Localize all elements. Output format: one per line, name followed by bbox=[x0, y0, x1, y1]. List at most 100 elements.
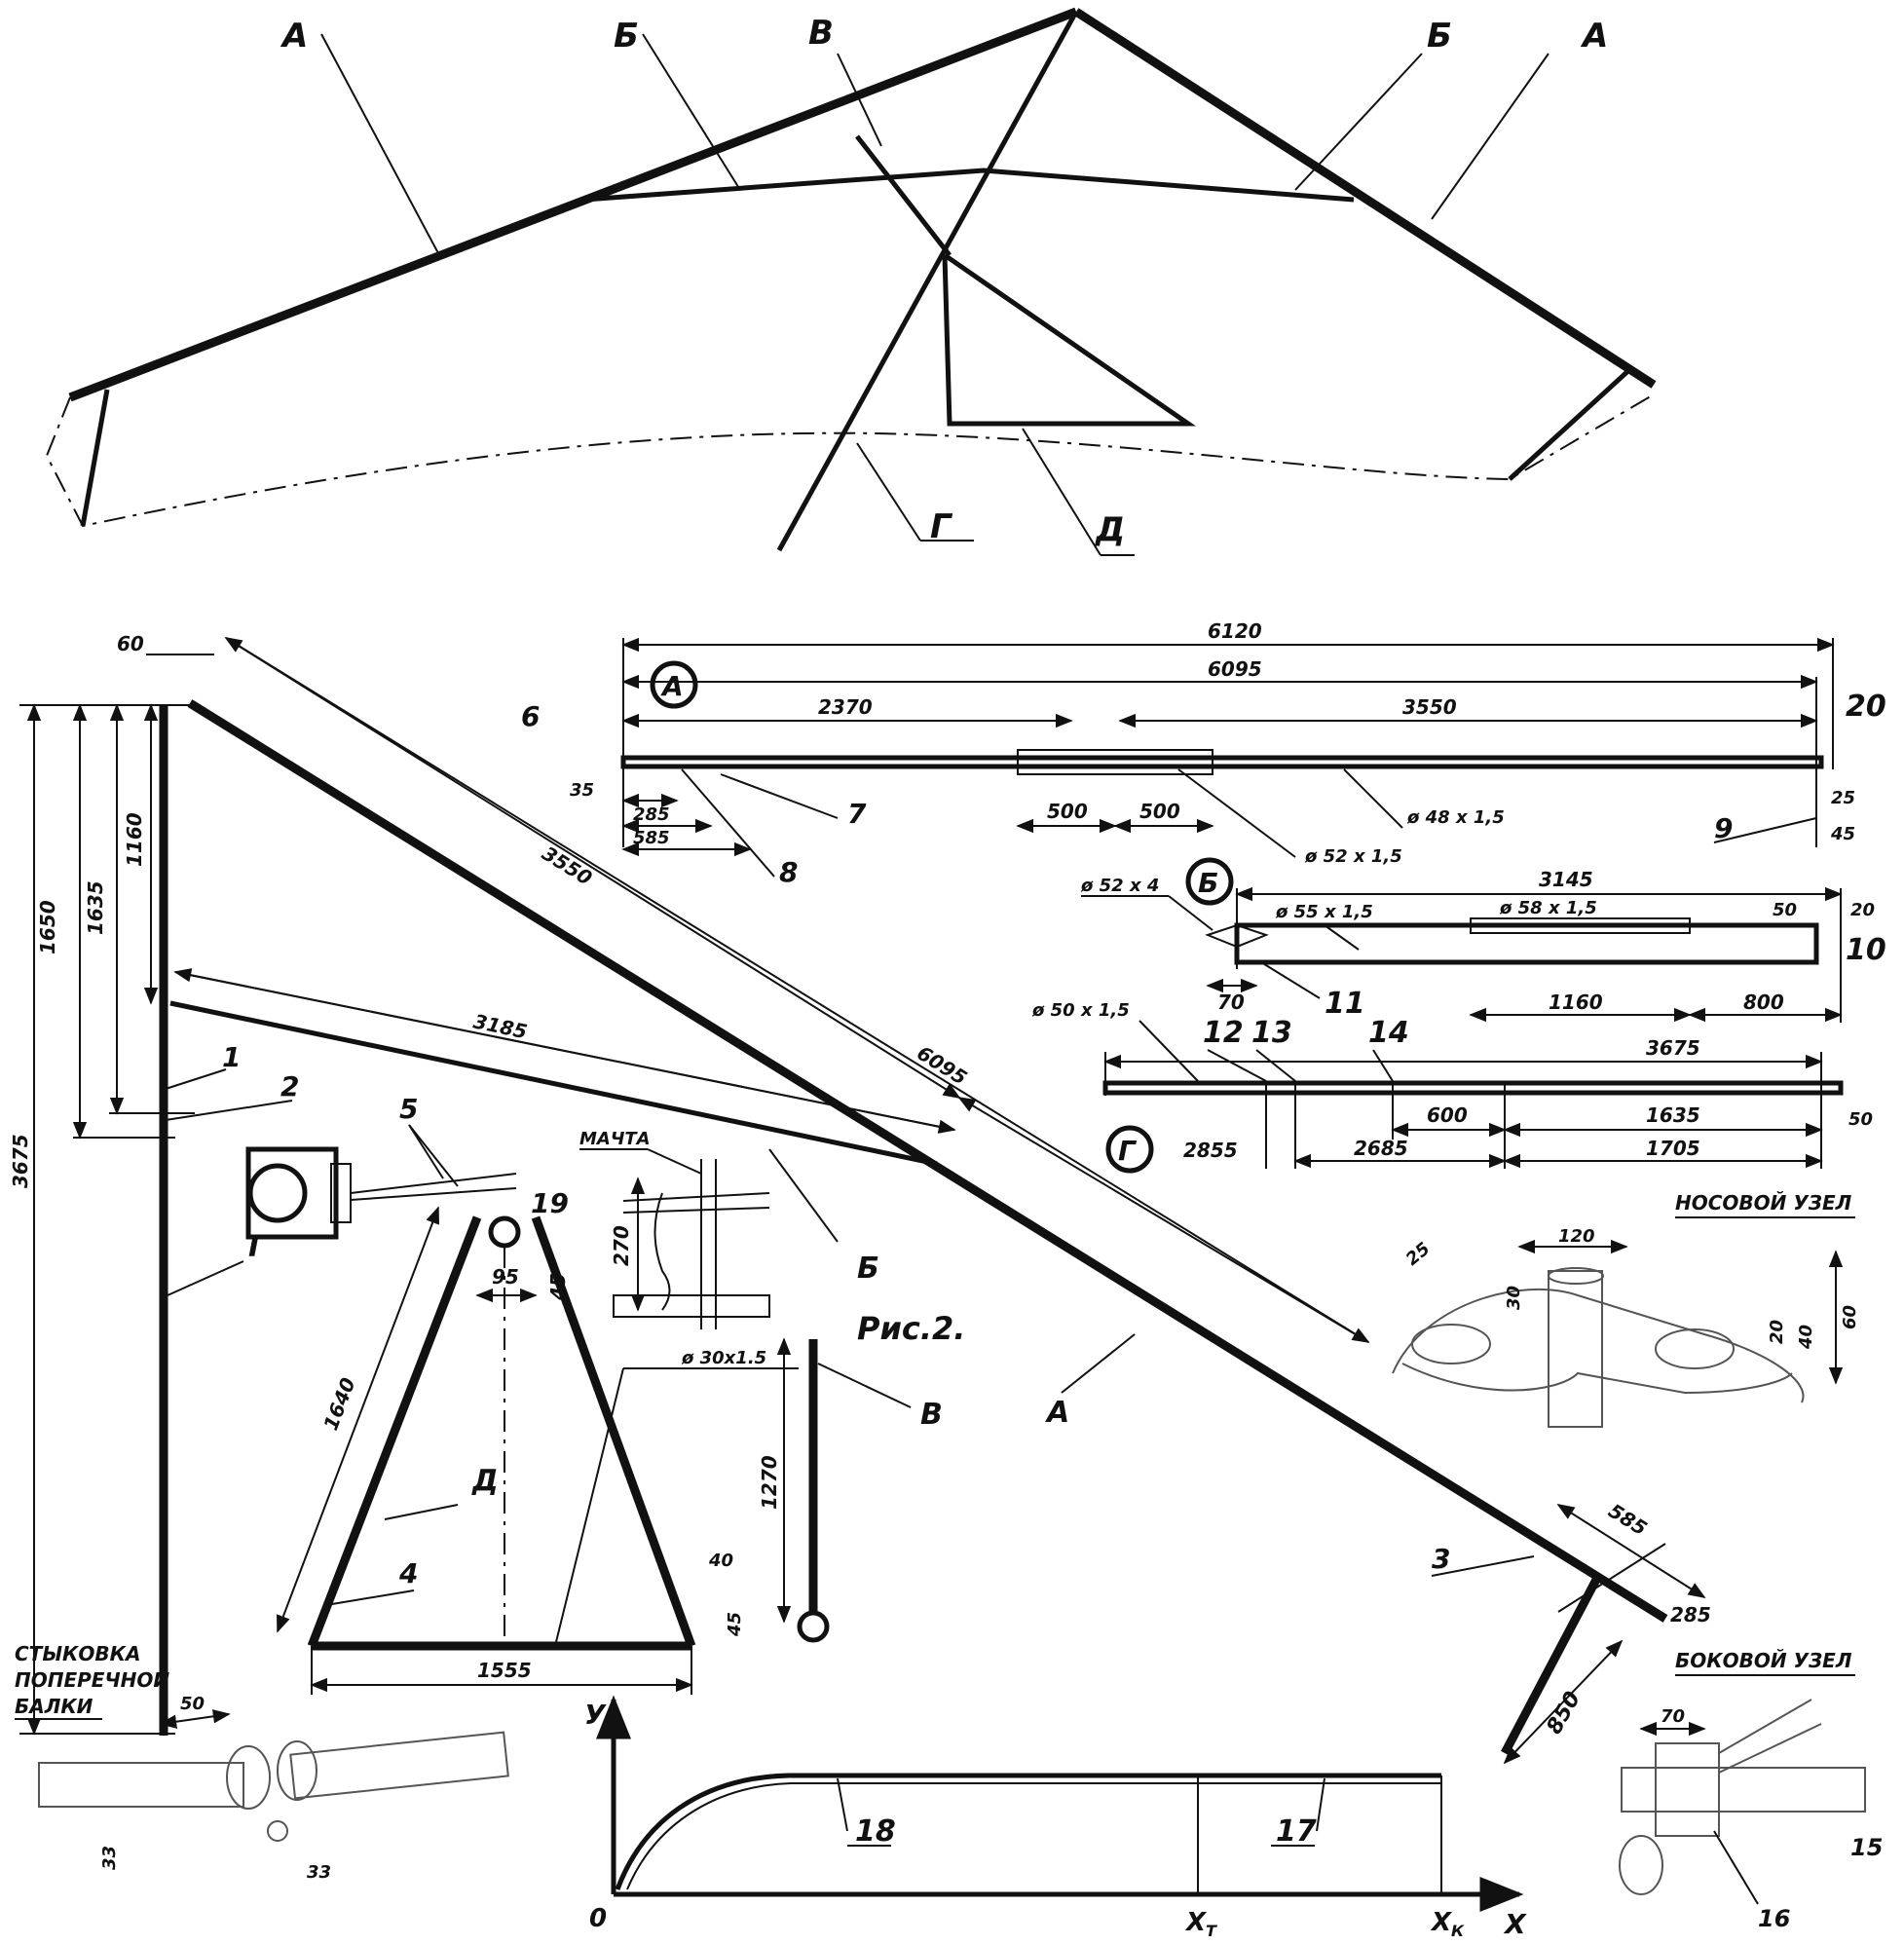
batten-curve-outer bbox=[615, 1773, 1441, 1890]
overview-label-d: Д bbox=[1095, 510, 1125, 549]
mast-view: 1270 В Рис.2. bbox=[758, 1310, 965, 1643]
tube-a-label-52: ø 52 x 1,5 bbox=[1304, 846, 1402, 867]
dim-6120: 6120 bbox=[1208, 619, 1262, 643]
graph-origin: 0 bbox=[589, 1904, 607, 1933]
crossbar bbox=[583, 168, 1355, 203]
frame-layout: 60 1650 1635 1160 3675 3550 6095 3185 58… bbox=[9, 632, 1711, 1765]
right-tip bbox=[1508, 366, 1633, 481]
dim-3145: 3145 bbox=[1539, 868, 1593, 891]
crossbar-title-1: СТЫКОВКА bbox=[15, 1642, 140, 1665]
dim-6095: 6095 bbox=[913, 1041, 971, 1090]
tube-b-label-55: ø 55 x 1,5 bbox=[1275, 902, 1373, 922]
dim-1270: 1270 bbox=[758, 1455, 781, 1510]
nose-dim-30: 30 bbox=[1504, 1286, 1524, 1310]
label-b-crossbar: Б bbox=[857, 1252, 879, 1286]
label-a-leading: А bbox=[1045, 1396, 1069, 1430]
label-mast: МАЧТА bbox=[579, 1129, 651, 1149]
part-5: 5 bbox=[399, 1093, 418, 1125]
tube-b-label-52x4: ø 52 x 4 bbox=[1080, 876, 1159, 896]
part-18: 18 bbox=[855, 1814, 896, 1849]
part-17: 17 bbox=[1276, 1814, 1317, 1849]
dim-800: 800 bbox=[1743, 991, 1784, 1014]
nose-dim-20: 20 bbox=[1767, 1320, 1787, 1344]
crossbar-title-3: БАЛКИ bbox=[15, 1695, 93, 1718]
dim-60: 60 bbox=[117, 632, 144, 655]
overview-label-b-right: Б bbox=[1427, 17, 1452, 56]
tube-b-drawing: Б 3145 50 20 70 1160 800 ø 52 x 4 ø 55 x… bbox=[1080, 857, 1886, 1023]
dim-585: 585 bbox=[1604, 1499, 1651, 1540]
tube-b-letter: Б bbox=[1198, 867, 1218, 899]
right-leading-edge bbox=[1073, 8, 1657, 389]
graph-xk-label: ХК bbox=[1430, 1908, 1465, 1940]
tube-a-letter: А bbox=[660, 670, 684, 702]
dim-585-a: 585 bbox=[633, 828, 670, 848]
nose-node-title: НОСОВОЙ УЗЕЛ bbox=[1675, 1191, 1852, 1215]
crossbar-dim-33-left: 33 bbox=[99, 1846, 120, 1870]
part-16: 16 bbox=[1758, 1905, 1790, 1932]
part-10: 10 bbox=[1846, 933, 1886, 967]
nose-dim-120: 120 bbox=[1558, 1226, 1595, 1247]
batten-graph: У Х 0 ХТ ХК 18 17 bbox=[584, 1695, 1527, 1940]
overview-label-a-left: А bbox=[280, 17, 308, 56]
crossbar-title-2: ПОПЕРЕЧНОЙ bbox=[15, 1668, 169, 1692]
part-19: 19 bbox=[531, 1187, 569, 1219]
dim-45-top: 45 bbox=[546, 1273, 570, 1301]
dim-1705: 1705 bbox=[1646, 1137, 1700, 1160]
wire-fitting: 5 bbox=[245, 1093, 517, 1240]
overview-label-v: В bbox=[808, 14, 834, 53]
crossbar-joint-detail: СТЫКОВКА ПОПЕРЕЧНОЙ БАЛКИ 50 33 33 bbox=[15, 1642, 509, 1883]
tube-g-label-50: ø 50 x 1,5 bbox=[1031, 1000, 1130, 1021]
figure-caption: Рис.2. bbox=[857, 1310, 965, 1347]
part-4: 4 bbox=[398, 1557, 418, 1589]
part-8: 8 bbox=[779, 856, 798, 888]
dim-3675: 3675 bbox=[9, 1134, 32, 1188]
dim-1635-g: 1635 bbox=[1646, 1103, 1700, 1127]
part-1: 1 bbox=[222, 1041, 241, 1073]
part-20: 20 bbox=[1846, 690, 1886, 724]
part-9: 9 bbox=[1714, 812, 1733, 844]
graph-xt-label: ХТ bbox=[1184, 1908, 1217, 1940]
dim-1635: 1635 bbox=[84, 880, 107, 935]
dim-3185: 3185 bbox=[471, 1009, 529, 1043]
dim-70: 70 bbox=[1217, 991, 1245, 1014]
dim-500-right: 500 bbox=[1139, 800, 1180, 823]
tube-b-label-58: ø 58 x 1,5 bbox=[1499, 898, 1597, 918]
part-12: 12 bbox=[1203, 1016, 1244, 1050]
dim-1160: 1160 bbox=[123, 812, 146, 867]
crossbar-dim-33-right: 33 bbox=[307, 1862, 331, 1883]
side-node-detail: БОКОВОЙ УЗЕЛ 70 15 16 bbox=[1619, 1649, 1883, 1932]
dim-1650: 1650 bbox=[36, 900, 59, 954]
tube-label-trapeze: ø 30x1.5 bbox=[681, 1348, 766, 1368]
dim-285-a: 285 bbox=[633, 804, 670, 825]
part-13: 13 bbox=[1251, 1016, 1292, 1050]
tube-g-drawing: Г 3675 600 1635 2855 2685 1705 50 ø 50 x… bbox=[1031, 1000, 1873, 1174]
mast-detail: 270 МАЧТА bbox=[579, 1129, 770, 1329]
part-3: 3 bbox=[1432, 1543, 1450, 1575]
keel bbox=[776, 10, 1079, 552]
nose-dim-60: 60 bbox=[1840, 1305, 1860, 1329]
overview-view: А Б В Б А Г Д bbox=[45, 7, 1657, 556]
tube-a-drawing: А 6120 6095 2370 3550 35 285 585 500 500… bbox=[521, 619, 1886, 888]
tube-b bbox=[1234, 922, 1819, 965]
trapeze bbox=[942, 252, 1197, 427]
overview-label-g: Г bbox=[930, 507, 953, 546]
trapeze-view: 1640 95 45 1555 40 45 ø 30x1.5 19 Д 4 bbox=[277, 1187, 799, 1695]
dim-45: 45 bbox=[1830, 824, 1855, 844]
trapeze-right-leg bbox=[531, 1215, 696, 1648]
dim-1160-b: 1160 bbox=[1549, 991, 1603, 1014]
dim-285: 285 bbox=[1670, 1603, 1711, 1626]
dim-3550-a: 3550 bbox=[1402, 695, 1457, 719]
graph-y-label: У bbox=[584, 1699, 607, 1731]
nose-dim-25: 25 bbox=[1402, 1239, 1435, 1270]
nose-dim-40: 40 bbox=[1796, 1325, 1816, 1350]
left-leading-edge bbox=[68, 7, 1078, 402]
dim-2855: 2855 bbox=[1183, 1139, 1238, 1162]
tube-a bbox=[620, 755, 1824, 769]
part-11: 11 bbox=[1325, 987, 1365, 1021]
dim-850: 850 bbox=[1543, 1688, 1587, 1738]
label-d-trapeze: Д bbox=[471, 1464, 499, 1498]
overview-label-a-right: А bbox=[1580, 17, 1608, 56]
dim-3675-g: 3675 bbox=[1646, 1036, 1700, 1060]
dim-500-left: 500 bbox=[1047, 800, 1088, 823]
